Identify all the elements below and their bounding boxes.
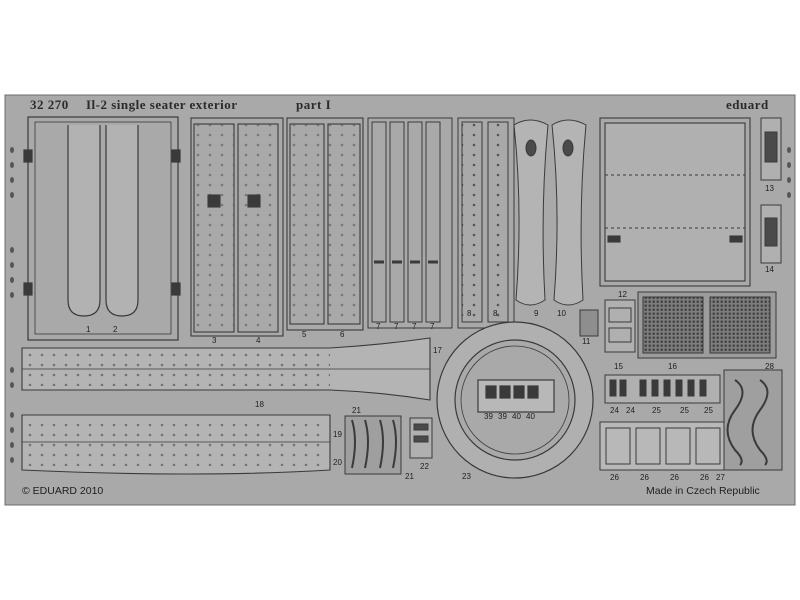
- part-label: 26: [670, 473, 679, 482]
- parts-27-28: [723, 369, 783, 471]
- part-label: 26: [610, 473, 619, 482]
- fret-code: 32 270: [30, 97, 69, 112]
- part-label: 14: [765, 265, 774, 274]
- part-label: 8: [467, 309, 472, 318]
- part-label: 7: [394, 322, 399, 331]
- part-label: 39: [484, 412, 493, 421]
- part-label: 40: [512, 412, 521, 421]
- part-label: 7: [430, 322, 435, 331]
- part-label: 26: [640, 473, 649, 482]
- parts-3-4: [190, 117, 284, 337]
- part-12: [599, 117, 751, 287]
- part-label: 17: [433, 346, 442, 355]
- origin: Made in Czech Republic: [646, 485, 760, 497]
- part-label: 19: [333, 430, 342, 439]
- part-label: 21: [352, 406, 361, 415]
- fret-part: part I: [296, 97, 332, 112]
- part-label: 28: [765, 362, 774, 371]
- part-label: 24: [610, 406, 619, 415]
- part-label: 3: [212, 336, 217, 345]
- part-16-grilles: [637, 291, 777, 359]
- part-23-ring: [436, 321, 594, 479]
- part-label: 27: [716, 473, 725, 482]
- fret-title: Il-2 single seater exterior: [86, 97, 238, 112]
- left-edge-dots: [10, 147, 14, 463]
- part-label: 10: [557, 309, 566, 318]
- part-label: 7: [412, 322, 417, 331]
- right-edge-dots: [787, 147, 791, 198]
- part-label: 2: [113, 325, 118, 334]
- part-22: [409, 417, 433, 459]
- part-label: 5: [302, 330, 307, 339]
- part-label: 18: [255, 400, 264, 409]
- part-label: 22: [420, 462, 429, 471]
- part-label: 9: [534, 309, 539, 318]
- parts-24-25: [604, 374, 721, 404]
- part-label: 15: [614, 362, 623, 371]
- parts-19-20: [21, 414, 331, 475]
- part-label: 7: [376, 322, 381, 331]
- parts-13-14: [760, 117, 782, 264]
- brand-logo: eduard: [726, 97, 769, 112]
- parts-21: [344, 415, 402, 475]
- part-label: 11: [582, 337, 591, 346]
- parts-7-strips: [367, 117, 453, 329]
- copyright: © EDUARD 2010: [22, 485, 104, 497]
- part-label: 25: [652, 406, 661, 415]
- part-15: [604, 299, 636, 353]
- part-label: 13: [765, 184, 774, 193]
- parts-17-18: [21, 337, 431, 401]
- part-label: 1: [86, 325, 91, 334]
- part-label: 21: [405, 472, 414, 481]
- part-label: 25: [704, 406, 713, 415]
- part-label: 20: [333, 458, 342, 467]
- parts-9-10: [513, 119, 587, 306]
- part-11: [579, 309, 599, 337]
- part-label: 24: [626, 406, 635, 415]
- part-label: 4: [256, 336, 261, 345]
- part-label: 16: [668, 362, 677, 371]
- part-label: 40: [526, 412, 535, 421]
- part-label: 23: [462, 472, 471, 481]
- part-label: 26: [700, 473, 709, 482]
- parts-26: [599, 421, 726, 471]
- part-label: 8: [493, 309, 498, 318]
- part-label: 25: [680, 406, 689, 415]
- part-label: 39: [498, 412, 507, 421]
- part-label: 12: [618, 290, 627, 299]
- parts-5-6: [286, 117, 364, 331]
- parts-8-strips: [457, 117, 515, 329]
- part-label: 6: [340, 330, 345, 339]
- parts-1-2: [23, 116, 181, 341]
